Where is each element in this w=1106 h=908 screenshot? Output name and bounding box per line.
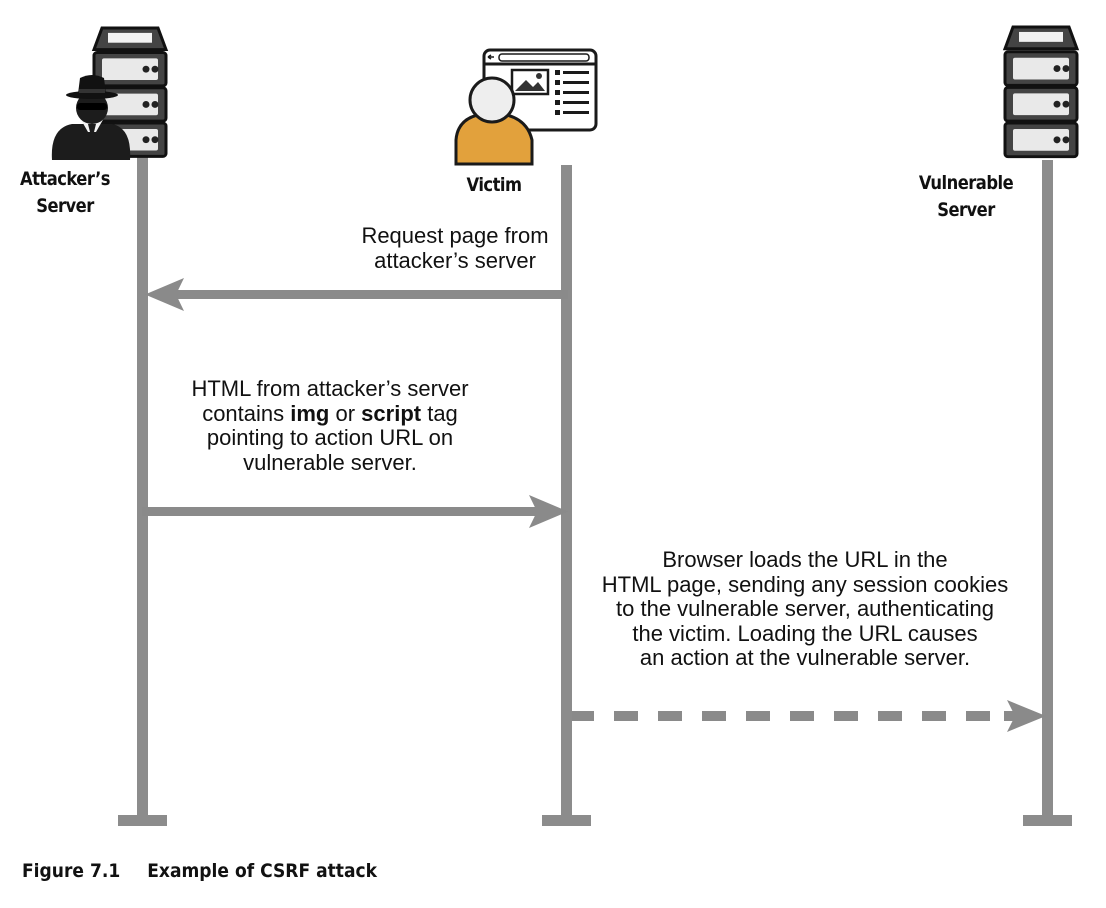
server-icon <box>1003 25 1079 159</box>
arrow-request-page <box>145 278 568 311</box>
message-text: the victim. Loading the URL causes <box>632 620 978 646</box>
message-text: to the vulnerable server, authenticating <box>616 596 994 621</box>
message-text: tag <box>421 400 458 426</box>
message-text: HTML page, sending any session cookies <box>601 571 1009 597</box>
message-text: Request page from <box>361 223 549 248</box>
message-code-term: script <box>361 400 422 426</box>
figure-number: Figure 7.1 <box>22 860 121 882</box>
victim-label: Victim <box>466 174 522 196</box>
message-text: contains <box>202 400 291 426</box>
attacker-label: Attacker’s Server <box>19 168 111 217</box>
message-line: attacker’s server <box>295 247 615 274</box>
message-line: vulnerable server. <box>150 449 510 476</box>
message-line: pointing to action URL on <box>150 425 510 451</box>
message-code-term: img <box>290 400 330 426</box>
message-line: contains img or script tag <box>150 400 510 427</box>
message-line: Browser loads the URL in the <box>565 547 1045 573</box>
arrow-dashed-load-url <box>572 700 1046 732</box>
lifeline-attacker <box>118 145 167 826</box>
lifeline-victim <box>542 165 591 826</box>
figure-title: Example of CSRF attack <box>147 860 378 882</box>
message-line: to the vulnerable server, authenticating <box>565 596 1045 622</box>
message-text: vulnerable server. <box>243 449 417 475</box>
message-line: an action at the vulnerable server. <box>565 645 1045 671</box>
message-text: pointing to action URL on <box>206 425 454 450</box>
message-text: Browser loads the URL in the <box>662 547 948 572</box>
message-line: HTML from attacker’s server <box>150 376 510 402</box>
attacker-server-icon <box>51 26 168 160</box>
message-line: HTML page, sending any session cookies <box>565 571 1045 598</box>
message-line: the victim. Loading the URL causes <box>565 620 1045 647</box>
lifeline-vulnerable <box>1023 160 1072 826</box>
arrow-html-response <box>142 495 568 528</box>
message-text: attacker’s server <box>374 247 536 273</box>
vulnerable-label: Vulnerable Server <box>918 172 1014 221</box>
message-text: an action at the vulnerable server. <box>639 645 971 670</box>
message-line: Request page from <box>295 223 615 249</box>
message-text: or <box>329 400 362 426</box>
victim-browser-icon <box>454 48 598 166</box>
message-text: HTML from attacker’s server <box>191 376 469 401</box>
figure-caption: Figure 7.1 Example of CSRF attack <box>22 860 377 882</box>
